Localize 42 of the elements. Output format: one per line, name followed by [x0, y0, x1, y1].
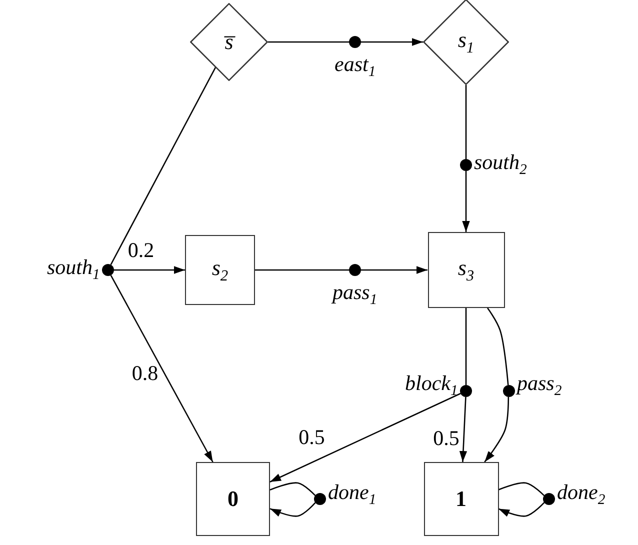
action-label: pass$_{2}$: [517, 373, 562, 399]
action-label: block$_{1}$: [405, 373, 458, 399]
action-label: done$_{1}$: [328, 482, 376, 508]
edge-label: 0.5: [433, 428, 460, 450]
arrow: [361, 38, 423, 46]
arrow: [498, 502, 545, 517]
arrow: [114, 266, 185, 274]
action-dot: [503, 385, 515, 397]
edge-label: 0.5: [298, 427, 325, 448]
arrow: [484, 396, 510, 462]
action-dot: [460, 385, 472, 397]
action-label: south$_{2}$: [474, 152, 527, 178]
action-dot: [102, 264, 114, 276]
state-label: s̅: [224, 29, 234, 55]
state-box: [424, 462, 498, 536]
arrow: [462, 171, 470, 232]
state-label: s$_{3}$: [458, 254, 474, 286]
edge-label: 0.8: [132, 363, 158, 384]
action-dot: [460, 159, 472, 171]
action-dot: [349, 264, 361, 276]
action-dot: [314, 493, 326, 505]
arrow: [270, 502, 316, 517]
state-box: [185, 235, 255, 305]
action-label: done$_{2}$: [557, 482, 606, 508]
action-label: pass$_{1}$: [332, 282, 378, 308]
action-dot: [543, 493, 555, 505]
state-label: s$_{2}$: [212, 254, 228, 286]
arrow: [270, 392, 461, 482]
arrow: [110, 274, 214, 462]
state-diamond: [423, 0, 509, 85]
action-label: east$_{1}$: [334, 54, 376, 80]
state-diamond: [190, 3, 268, 81]
action-dot: [349, 36, 361, 48]
state-label: 0: [228, 486, 238, 512]
state-box: [196, 462, 270, 536]
arrow: [361, 266, 428, 274]
state-label: 1: [456, 486, 466, 512]
edge-label: 0.2: [128, 240, 154, 260]
state-box: [428, 232, 504, 308]
action-label: south$_{1}$: [47, 257, 100, 283]
arrow: [459, 396, 468, 462]
state-label: s$_{1}$: [458, 26, 474, 58]
